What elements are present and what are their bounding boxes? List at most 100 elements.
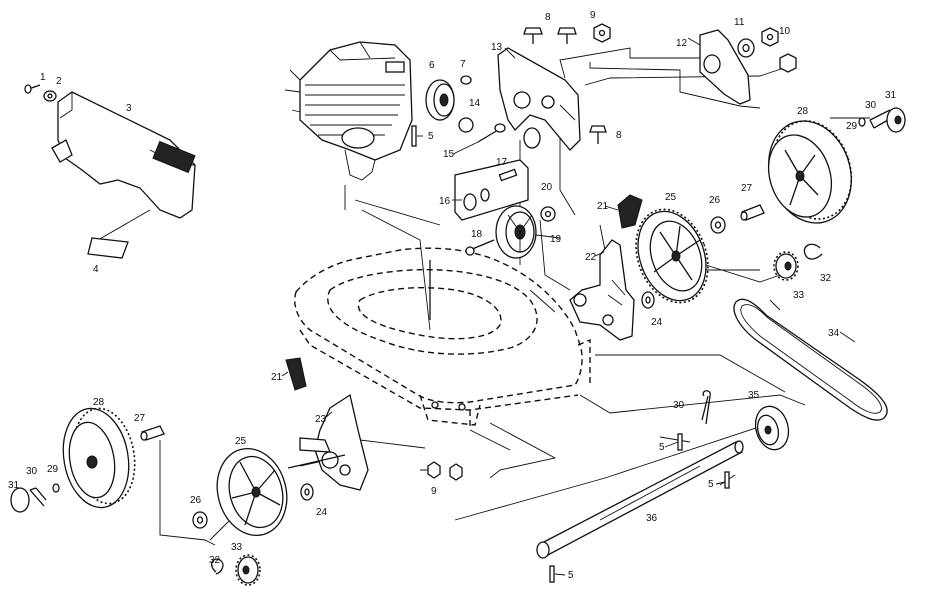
label-decal-4 [87,237,129,259]
clip-32a [803,243,823,260]
engine [284,41,413,181]
bolt-8c [589,125,607,144]
label-29a: 29 [846,121,858,132]
label-28a: 28 [797,106,809,117]
height-adjuster-22 [569,239,635,341]
label-4: 4 [93,264,99,275]
spacer-27a [740,204,765,221]
label-17: 17 [496,157,508,168]
label-27b: 27 [134,413,146,424]
nut-9c [449,463,463,481]
label-34: 34 [828,328,840,339]
washer-26b [192,511,208,529]
washer-29a [858,117,866,127]
label-14: 14 [469,98,481,109]
label-5d: 5 [568,570,574,581]
label-leader-ticks [281,37,856,576]
hairpin-30b [29,487,47,507]
bolt-8a [523,27,543,44]
label-29b: 29 [47,464,59,475]
label-20: 20 [541,182,553,193]
washer-11 [737,38,755,58]
label-11: 11 [734,17,745,28]
label-21b: 21 [271,372,283,383]
label-10: 10 [779,26,791,37]
bolt-1 [24,84,41,94]
bolt-15 [477,123,506,143]
spacer-27b [140,425,165,441]
label-24b: 24 [316,507,328,518]
label-5c: 5 [708,479,714,490]
label-35: 35 [748,390,760,401]
label-25a: 25 [665,192,677,203]
pulley-35 [754,405,790,451]
shield-21a [617,194,643,229]
label-23: 23 [315,414,327,425]
label-33a: 33 [793,290,805,301]
clip-32b [210,558,224,575]
label-19: 19 [550,234,562,245]
label-9b: 9 [431,486,437,497]
label-6: 6 [429,60,435,71]
label-30b: 30 [26,466,38,477]
nut-10 [761,27,779,47]
label-24a: 24 [651,317,663,328]
label-32b: 32 [209,555,221,566]
bolt-18 [465,239,495,256]
pin-17 [498,168,518,182]
pin-5a [411,125,417,147]
washer-24a [641,291,655,309]
washer-20 [540,206,556,222]
label-9a: 9 [590,10,596,21]
hairpin-30c [701,390,711,425]
label-16: 16 [439,196,451,207]
label-12: 12 [676,38,688,49]
label-3: 3 [126,103,132,114]
label-27a: 27 [741,183,753,194]
pin-5b [677,433,683,451]
drive-pulley-19 [495,205,537,259]
label-26a: 26 [709,195,721,206]
label-18: 18 [471,229,483,240]
rear-cover-3 [51,91,196,219]
label-30c: 30 [673,400,685,411]
assembly-leader-lines [97,47,870,546]
hubcap-31b [10,487,30,513]
label-15: 15 [443,149,455,160]
label-8a: 8 [545,12,551,23]
engine-pulley-6 [425,79,455,121]
washer-26a [710,216,726,234]
label-22: 22 [585,252,597,263]
label-21a: 21 [597,201,609,212]
height-adjuster-23 [287,393,369,491]
label-30a: 30 [865,100,877,111]
label-28b: 28 [93,397,105,408]
label-33b: 33 [231,542,243,553]
washer-2 [43,90,57,102]
label-7: 7 [460,59,466,70]
label-25b: 25 [235,436,247,447]
axle-36 [536,440,744,559]
label-8b: 8 [616,130,622,141]
pin-5c [724,471,730,489]
wheel-hub-25b [216,447,288,537]
bolt-14 [458,117,474,133]
transmission-bracket-13 [497,47,581,151]
label-32a: 32 [820,273,832,284]
plate-12 [699,29,751,105]
wheel-gear-25a [635,208,709,304]
wheel-28a [768,120,853,224]
label-5a: 5 [428,131,434,142]
nut-10b [779,53,797,73]
key-7 [460,75,472,85]
pinion-33b [235,554,261,586]
label-1: 1 [40,72,46,83]
label-13: 13 [491,42,503,53]
label-36: 36 [646,513,658,524]
pinion-33a [773,251,799,281]
hairpin-30a [869,109,891,129]
pin-5d [549,565,555,583]
bolt-8b [557,27,577,44]
